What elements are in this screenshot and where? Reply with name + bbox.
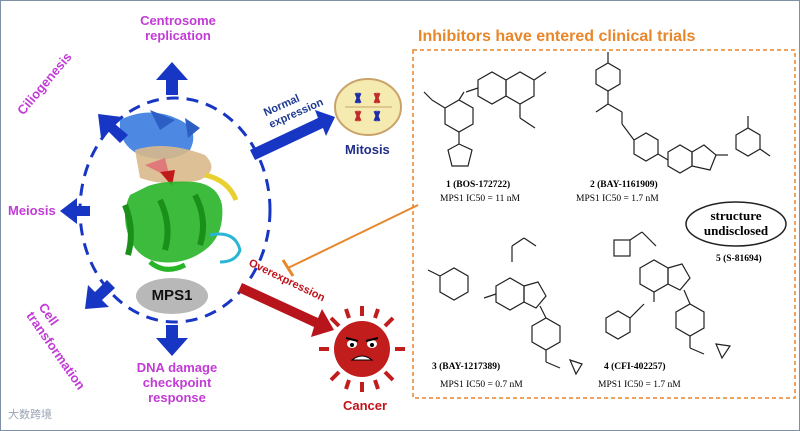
undisclosed-text: structure undisclosed [703, 208, 769, 238]
arrow-down [156, 325, 188, 356]
compound-4-name: 4 (CFI-402257) [604, 362, 666, 372]
compound-1-ic50: MPS1 IC50 = 11 nM [440, 194, 520, 204]
inhibition-line [287, 204, 419, 269]
protein-structure-image [119, 110, 242, 272]
compound-5-name: 5 (S-81694) [716, 254, 762, 264]
compound-1-structure [423, 71, 547, 167]
compound-4-ic50: MPS1 IC50 = 1.7 nM [598, 380, 681, 390]
arrow-lower-left [85, 280, 115, 309]
compound-2-name: 2 (BAY-1161909) [590, 180, 658, 190]
mitosis-cell-image [334, 78, 402, 136]
label-cancer: Cancer [343, 398, 388, 413]
compound-2-ic50: MPS1 IC50 = 1.7 nM [576, 194, 659, 204]
label-dna-damage: DNA damage checkpoint response [136, 360, 218, 405]
outcome-arrows [60, 62, 335, 356]
watermark: 大数跨境 [8, 409, 52, 421]
arrow-normal-expression [250, 110, 335, 160]
undisclosed-oval [685, 201, 787, 247]
arrow-left [60, 198, 90, 224]
label-mitosis: Mitosis [345, 142, 390, 157]
panel-title: Inhibitors have entered clinical trials [418, 28, 696, 45]
label-centrosome-replication: Centrosome replication [140, 13, 216, 43]
compound-2-structure [595, 52, 771, 174]
arrow-upper-left [98, 114, 128, 143]
arrow-overexpression [238, 283, 334, 337]
arrow-up [156, 62, 188, 95]
mps1-label: MPS1 [151, 287, 193, 304]
compound-4-structure [605, 231, 732, 360]
compound-3-name: 3 (BAY-1217389) [432, 362, 501, 372]
label-meiosis: Meiosis [8, 203, 56, 218]
compound-1-name: 1 (BOS-172722) [446, 180, 511, 190]
mps1-oval [136, 278, 208, 314]
cancer-cell-image [319, 306, 405, 392]
compound-3-ic50: MPS1 IC50 = 0.7 nM [440, 380, 523, 390]
inhibitors-panel [412, 49, 796, 399]
inhibition-bar [281, 259, 295, 277]
compound-3-structure [427, 237, 583, 376]
